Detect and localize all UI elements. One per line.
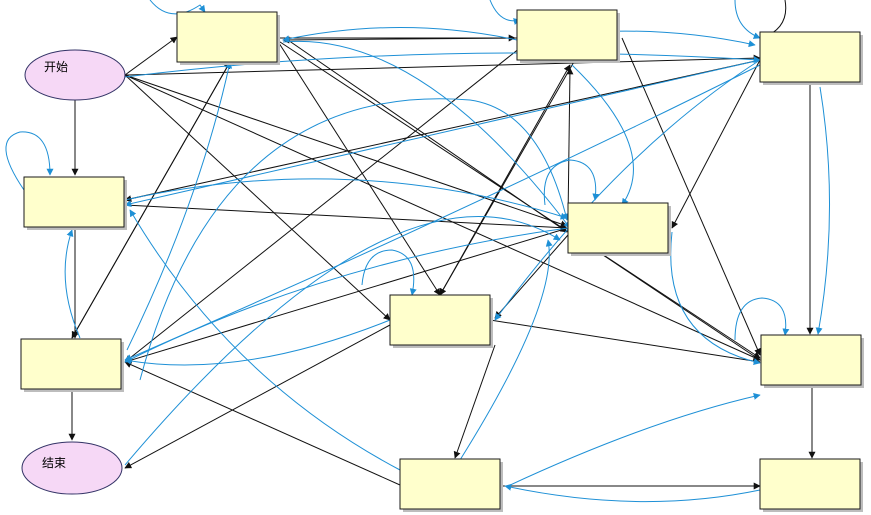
activity-box-a[interactable]: [176, 11, 280, 65]
activity-box-f[interactable]: [389, 294, 493, 348]
end-label: 结束: [42, 456, 66, 470]
edge: [124, 319, 391, 366]
edge: [504, 483, 761, 503]
activity-box-g[interactable]: [20, 338, 124, 392]
self-loop: [361, 249, 417, 296]
activity-box-b[interactable]: [516, 9, 620, 63]
edge: [124, 204, 568, 232]
start-node[interactable]: 开始: [24, 49, 126, 101]
start-label: 开始: [44, 60, 68, 74]
edge: [494, 59, 761, 321]
edge: [599, 252, 761, 361]
edge: [282, 36, 518, 44]
edge: [139, 98, 569, 381]
edge: [124, 227, 569, 364]
edge: [566, 67, 574, 221]
edge: [124, 324, 391, 469]
end-node[interactable]: 结束: [21, 441, 123, 495]
edge: [507, 392, 761, 487]
edge: [129, 209, 401, 471]
self-loop: [734, 297, 790, 341]
edge: [124, 74, 391, 321]
edge: [670, 231, 761, 365]
self-loop: [5, 131, 54, 191]
activity-box-c[interactable]: [759, 31, 863, 85]
activity-box-d[interactable]: [23, 176, 127, 230]
self-loop: [543, 159, 600, 206]
edge: [282, 40, 571, 229]
self-loop: [734, 0, 761, 39]
edge: [671, 59, 761, 229]
edge: [124, 54, 761, 76]
edge: [124, 64, 761, 361]
edge: [453, 344, 496, 459]
edges: [5, 0, 830, 503]
activity-box-e[interactable]: [567, 202, 671, 256]
edge: [124, 59, 761, 203]
edge: [124, 52, 761, 78]
edge: [276, 39, 761, 359]
edge: [815, 86, 830, 335]
activity-box-j[interactable]: [759, 458, 863, 512]
edge: [439, 64, 571, 296]
edge: [124, 361, 401, 486]
edge: [126, 61, 233, 351]
edge: [282, 27, 518, 43]
edge: [124, 39, 531, 363]
edge: [64, 229, 81, 339]
edge: [489, 319, 761, 365]
edge: [124, 178, 568, 220]
edge: [459, 239, 553, 461]
self-loop: [149, 0, 206, 15]
self-loop: [489, 0, 521, 25]
edge: [124, 227, 569, 363]
edge: [124, 36, 178, 76]
activity-box-i[interactable]: [760, 334, 864, 388]
edge: [124, 216, 561, 466]
edge: [571, 64, 634, 206]
edge: [276, 39, 441, 296]
edge: [621, 37, 761, 356]
edge: [124, 74, 568, 228]
edge: [71, 61, 231, 339]
activity-box-h[interactable]: [399, 458, 503, 512]
edge: [124, 59, 761, 208]
